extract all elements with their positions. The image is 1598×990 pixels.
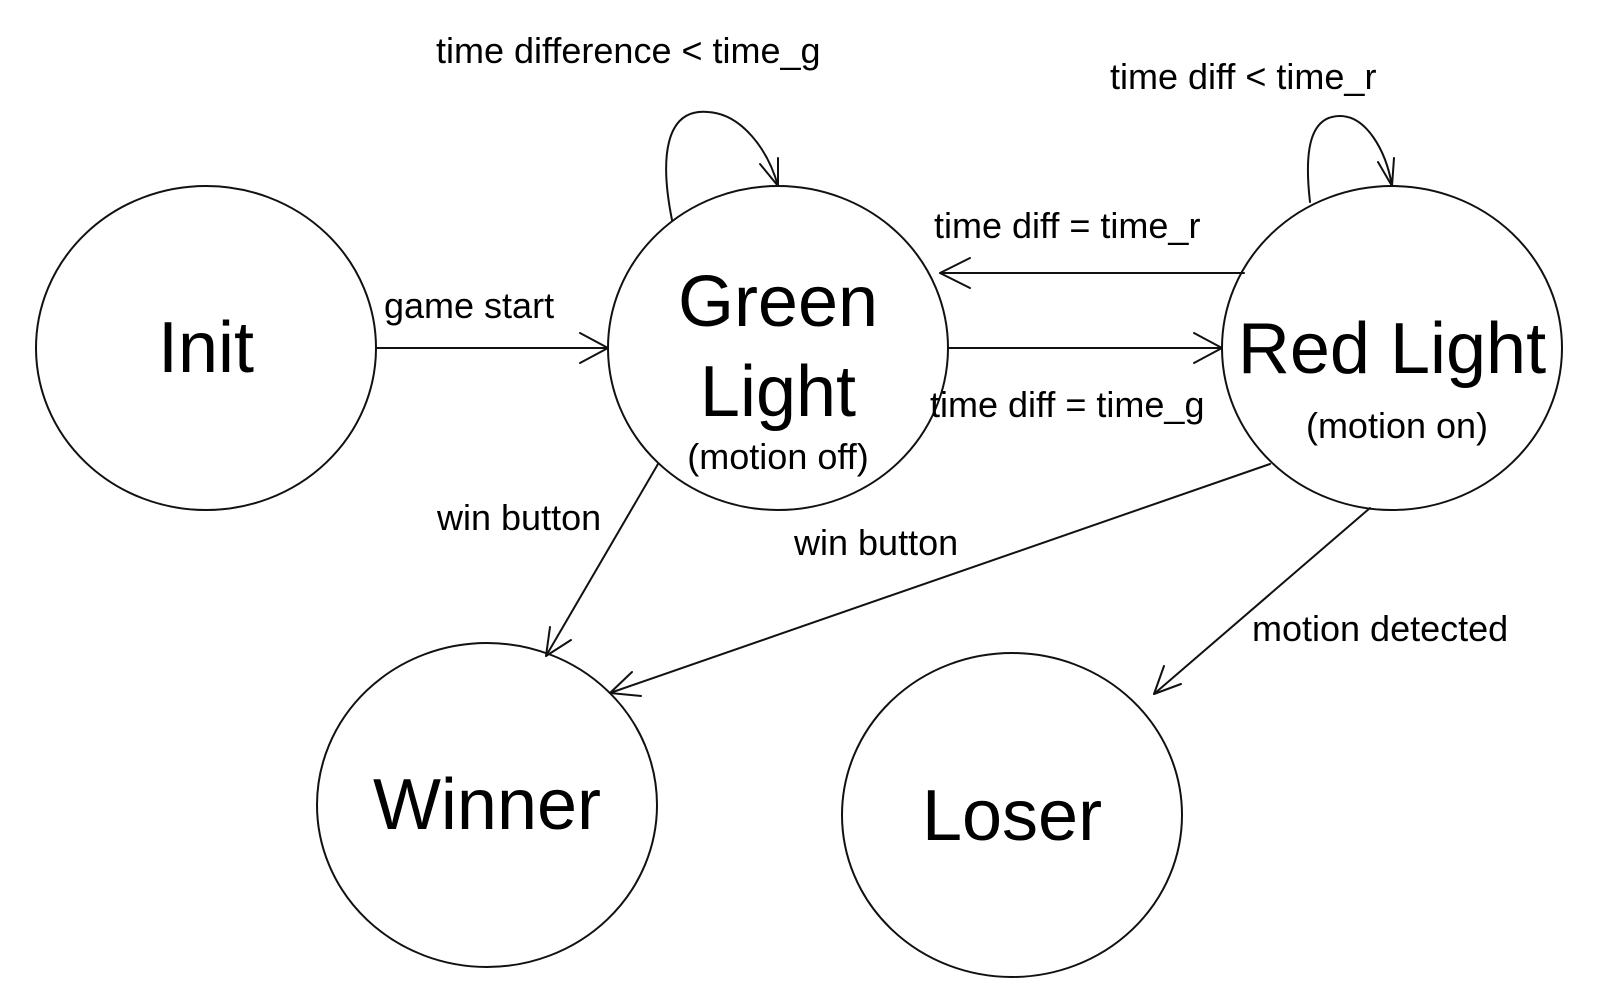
arrowhead-green-to-red [1193, 332, 1223, 364]
edge-red-self-loop [1306, 115, 1393, 203]
label-red-to-green: time diff = time_r [934, 205, 1200, 246]
edge-green-self-loop [665, 110, 779, 221]
arrowhead-green-self-loop [759, 157, 779, 187]
edge-red-to-winner [609, 463, 1271, 694]
edge-green-to-winner [545, 463, 659, 657]
state-loser [841, 652, 1183, 978]
arrowhead-red-to-loser [1153, 665, 1182, 695]
label-green-to-winner: win button [436, 497, 601, 538]
arrowhead-red-to-green [939, 257, 971, 289]
arrowhead-init-to-green [579, 332, 609, 364]
state-green-light-label-line1: Green [678, 262, 878, 342]
label-green-to-red: time diff = time_g [930, 384, 1204, 425]
label-green-self-loop: time difference < time_g [436, 30, 821, 71]
label-red-self-loop: time diff < time_r [1110, 56, 1376, 97]
arrowhead-green-to-winner [545, 626, 572, 657]
state-red-light-note: (motion on) [1306, 405, 1488, 446]
label-init-to-green: game start [384, 285, 554, 326]
state-red-light-label: Red Light [1238, 309, 1546, 389]
label-red-to-winner: win button [793, 522, 958, 563]
state-green-light-label-line2: Light [700, 352, 856, 432]
edge-red-to-loser [1153, 507, 1371, 695]
state-winner-label: Winner [373, 765, 601, 845]
state-winner [316, 642, 658, 968]
arrowhead-red-to-winner [609, 671, 642, 697]
label-red-to-loser: motion detected [1252, 608, 1508, 649]
state-loser-label: Loser [922, 776, 1102, 856]
state-green-light-note: (motion off) [687, 436, 868, 477]
arrowhead-red-self-loop [1377, 157, 1395, 187]
state-init-label: Init [158, 308, 254, 388]
